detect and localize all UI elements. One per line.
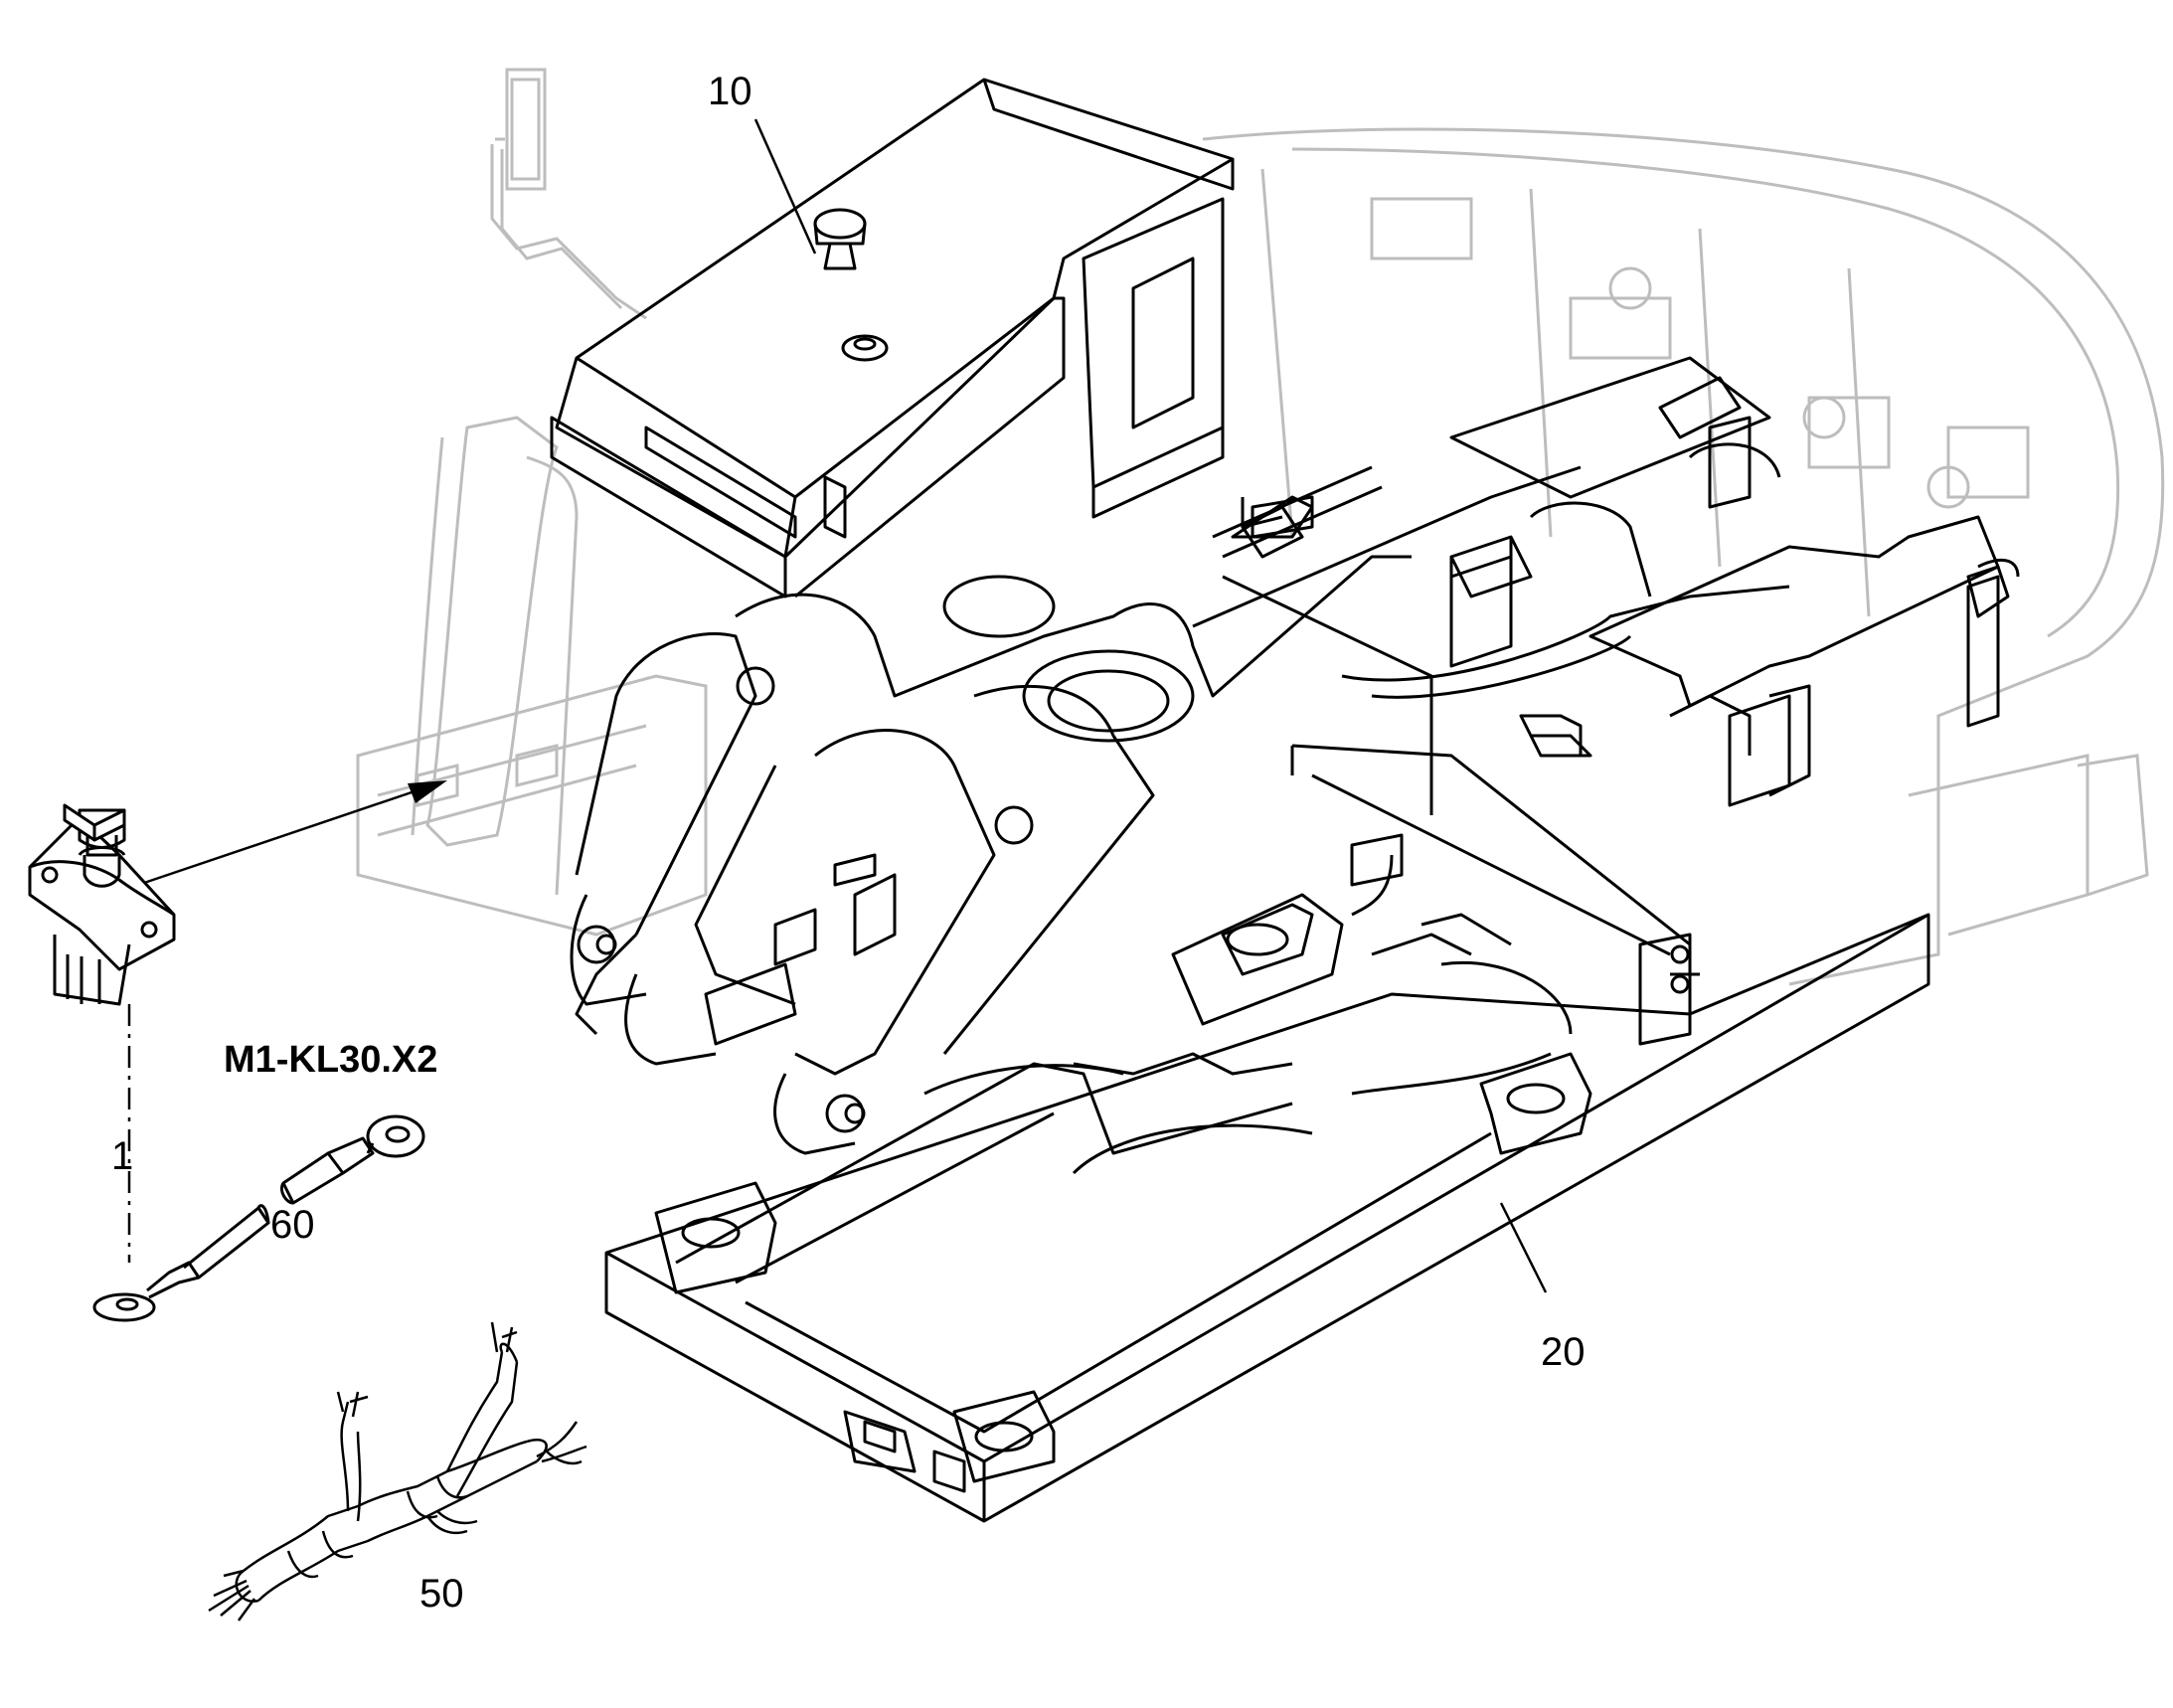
lower-frame <box>604 744 1930 1523</box>
leader-20 <box>1499 1202 1548 1293</box>
upper-frame <box>570 356 2020 1155</box>
arrow-head <box>408 780 447 803</box>
leader-10 <box>753 118 817 255</box>
battery-switch <box>28 803 176 1006</box>
callout-item-50: 50 <box>419 1572 464 1616</box>
callout-item-20: 20 <box>1541 1330 1586 1374</box>
cable-60 <box>92 1114 425 1322</box>
harness-50 <box>208 1321 587 1622</box>
leader-switch-arrow <box>143 788 418 885</box>
callout-item-60: 60 <box>270 1203 315 1247</box>
leader-lines <box>127 118 1548 1293</box>
cab-frame-ghost <box>356 68 708 937</box>
tank-assembly <box>550 78 1235 598</box>
callout-item-10: 10 <box>708 70 752 113</box>
callout-item-1: 1 <box>111 1134 134 1178</box>
connector-label: M1-KL30.X2 <box>224 1039 438 1081</box>
counterweight-ghost <box>1202 127 2165 986</box>
